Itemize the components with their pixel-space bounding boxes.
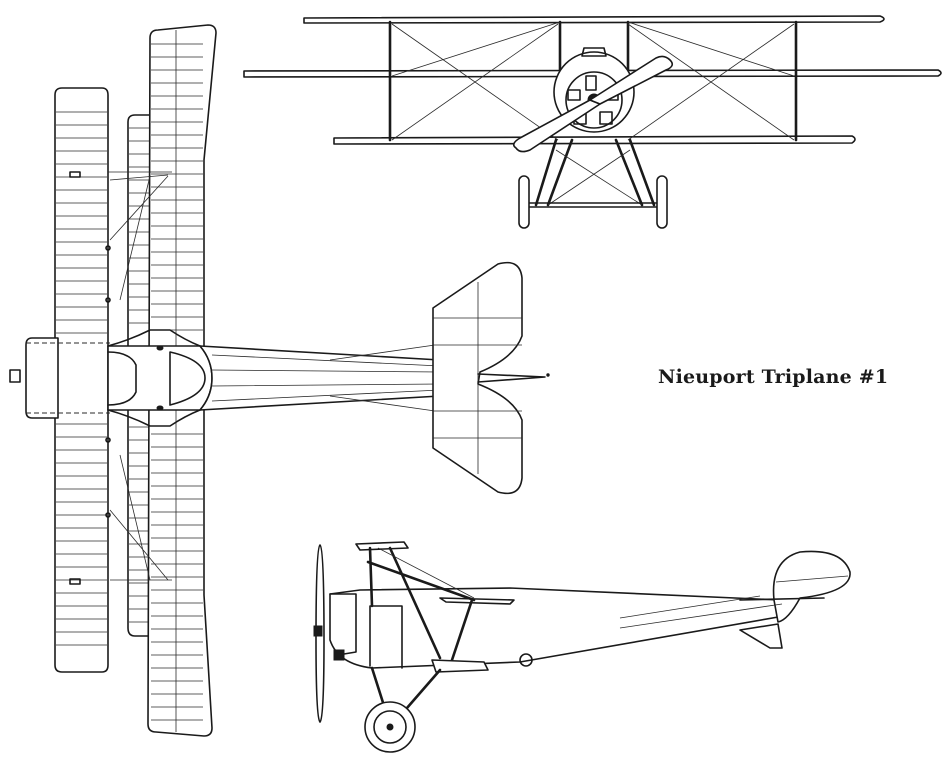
plan-fitting-4	[105, 512, 111, 518]
plan-tail-ribs	[433, 282, 522, 474]
side-wing-upper	[355, 541, 409, 551]
plan-wingroot-bottom	[107, 409, 201, 427]
plan-wing-lower-ribs	[56, 111, 107, 646]
plan-wingroot-top	[107, 329, 201, 347]
front-wing-lower	[333, 135, 856, 145]
side-wheel-inner	[373, 710, 407, 744]
plan-engine-cowl	[25, 337, 59, 419]
side-access-panel	[369, 605, 403, 669]
front-interplane-struts	[388, 20, 798, 142]
front-gear-legs	[534, 138, 656, 207]
plan-fitting-3	[105, 437, 111, 443]
diagram-title: Nieuport Triplane #1	[658, 366, 889, 388]
front-engine	[565, 71, 623, 129]
plan-wires	[108, 171, 172, 581]
plan-fuselage-tail	[199, 345, 441, 411]
front-wing-upper	[303, 15, 885, 24]
plan-fitting-2	[105, 297, 111, 303]
plan-fuselage-stringers	[211, 354, 441, 402]
side-stabilizer	[739, 597, 825, 601]
side-tail-wires	[619, 595, 783, 629]
side-wing-lower	[431, 659, 489, 673]
front-wheel-right	[656, 175, 668, 229]
side-wing-middle	[439, 597, 515, 605]
plan-wing-upper-ribs	[151, 43, 203, 721]
front-prop-blade-upper	[589, 55, 674, 105]
front-wheel-left	[518, 175, 530, 229]
plan-root-fitting-bottom	[156, 405, 164, 411]
plan-tail-wires	[329, 344, 436, 412]
plan-cowl-hidden	[26, 342, 110, 414]
page-dot	[546, 373, 550, 377]
plan-fitting-1	[105, 245, 111, 251]
side-tailskid	[739, 623, 783, 649]
plan-cockpit	[169, 351, 206, 406]
side-wheel-hub	[386, 723, 394, 731]
front-gear-wires	[547, 149, 643, 206]
plan-view	[9, 24, 546, 737]
side-prop-hub	[313, 625, 323, 637]
side-cowl	[329, 593, 357, 656]
plan-horizontal-tail	[432, 261, 523, 495]
side-tail-fin	[772, 550, 851, 623]
front-headrest	[581, 47, 607, 57]
side-exhaust	[333, 649, 345, 661]
plan-wing-lower	[54, 87, 109, 673]
plan-cockpit-front	[107, 351, 137, 406]
plan-aileron-tab-top	[69, 171, 81, 178]
side-view	[313, 541, 851, 753]
side-fuselage	[329, 587, 785, 669]
front-axle	[527, 202, 665, 208]
plan-aileron-tab-bottom	[69, 578, 81, 585]
side-rudder-line	[775, 575, 849, 583]
plan-rudder	[477, 373, 546, 383]
plan-root-fitting-top	[156, 345, 164, 351]
plan-prop-hub	[9, 369, 21, 383]
side-fitting	[519, 653, 533, 667]
side-wire	[377, 547, 475, 599]
plan-fuselage-nose	[107, 345, 213, 411]
front-bracing-wires	[391, 21, 795, 141]
front-view	[243, 15, 942, 229]
side-struts	[366, 546, 476, 662]
